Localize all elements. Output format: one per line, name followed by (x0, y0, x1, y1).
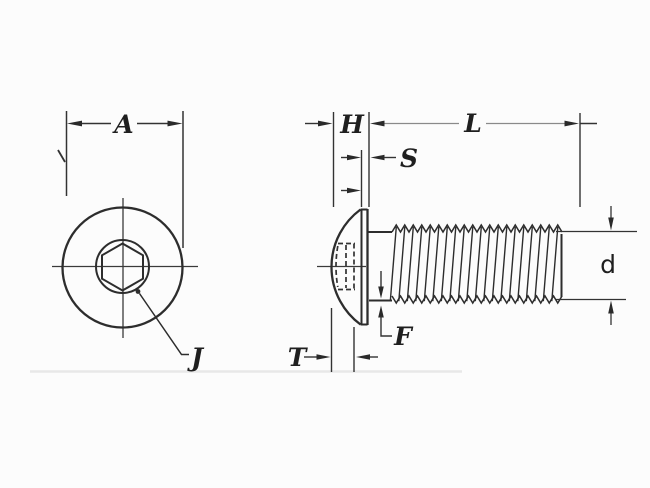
dim-H-arrow-left (318, 120, 333, 127)
dim-S-label: S (400, 144, 418, 173)
dim-F-arrow-up (378, 305, 384, 318)
dim-T-arrow-left (316, 354, 331, 360)
head-outer-circle (61, 206, 184, 329)
dim-L-label: L (463, 109, 482, 138)
socket-hidden-opening (335, 245, 339, 288)
dim-A-arrow-left (67, 120, 82, 127)
dim-T-arrow-right (356, 354, 370, 360)
dim-F-label: F (393, 322, 414, 351)
dim-S (341, 150, 396, 207)
dim-T-label: T (288, 343, 309, 372)
stray-arrow (347, 187, 361, 194)
dim-H (305, 112, 385, 207)
thread-top-zigzag (391, 223, 563, 234)
hex-socket (101, 242, 144, 292)
dim-d-arrow-down (608, 217, 614, 231)
dim-J-leader-dot (135, 289, 141, 294)
front-view (52, 198, 198, 338)
head-dome-outline (330, 208, 362, 326)
dim-d (556, 206, 637, 325)
dim-T (304, 308, 378, 372)
dim-A-arrow-right (167, 120, 183, 127)
dim-F-arrow-down (378, 286, 384, 299)
hidden-socket-lines (335, 242, 355, 291)
dim-H-arrow-right (370, 120, 385, 127)
dim-d-label: d (600, 250, 616, 279)
dim-L-arrow-right (564, 120, 579, 127)
dim-J-leader (138, 293, 189, 356)
socket-circle (95, 239, 150, 294)
dim-J-label: J (187, 343, 205, 372)
dim-S-arrow-right (370, 154, 385, 161)
thread-profile (389, 223, 563, 305)
stray-tick-mark (57, 149, 66, 163)
dim-S-arrow-left (347, 154, 361, 161)
dim-F (378, 271, 392, 337)
dim-F-leader (380, 316, 392, 337)
dim-J (135, 289, 189, 356)
side-view (317, 208, 563, 326)
dim-H-label: H (339, 110, 365, 139)
thread-bottom-zigzag (391, 294, 563, 305)
dim-A-label: A (112, 110, 133, 139)
dim-d-arrow-up (608, 300, 614, 314)
dim-L (384, 113, 597, 207)
thread-helix-lines (389, 226, 559, 302)
dim-A (57, 111, 184, 248)
